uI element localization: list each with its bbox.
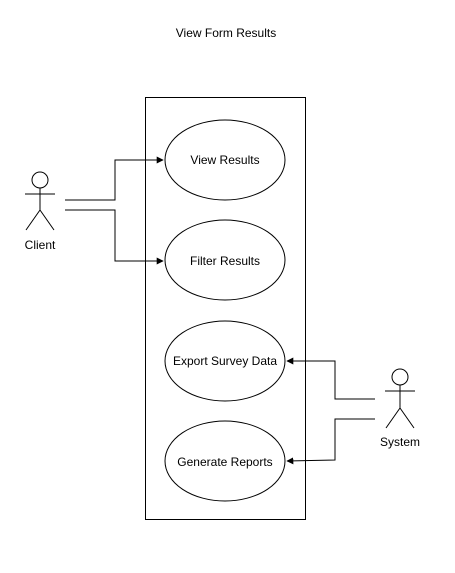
use-case-label: View Results [190, 153, 259, 167]
use-case-label: Generate Reports [177, 455, 272, 469]
system-boundary [145, 97, 306, 520]
use-case-view-results[interactable]: View Results [164, 119, 286, 201]
use-case-ellipse [164, 219, 286, 301]
association-system-generate-reports [286, 418, 375, 465]
use-case-filter-results[interactable]: Filter Results [164, 219, 286, 301]
actor-label: System [380, 435, 420, 449]
actor-client[interactable]: Client [25, 171, 56, 252]
stick-figure-icon [385, 368, 415, 429]
association-system-export-survey-data [286, 357, 375, 400]
association-client-view-results [65, 156, 164, 201]
use-case-ellipse [164, 320, 286, 402]
actor-label: Client [25, 238, 56, 252]
use-case-label: Export Survey Data [173, 354, 277, 368]
use-case-export-survey-data[interactable]: Export Survey Data [164, 320, 286, 402]
association-client-filter-results [65, 209, 164, 265]
actor-system[interactable]: System [380, 368, 420, 449]
stick-figure-icon [25, 171, 55, 231]
use-case-ellipse [164, 420, 286, 502]
use-case-generate-reports[interactable]: Generate Reports [164, 420, 286, 502]
use-case-ellipse [164, 119, 286, 201]
use-case-label: Filter Results [190, 254, 260, 268]
diagram-title: View Form Results [176, 26, 276, 40]
